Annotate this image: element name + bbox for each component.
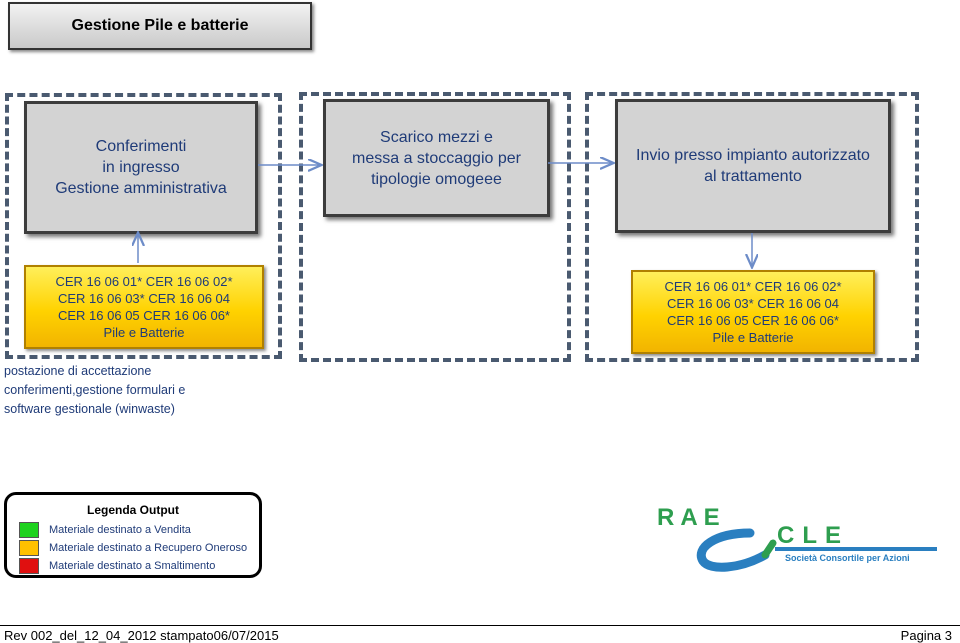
company-logo: RAE CLE Società Consortile per Azioni — [655, 503, 940, 573]
legend-label: Materiale destinato a Smaltimento — [49, 560, 216, 572]
process-box-invio: Invio presso impianto autorizzato al tra… — [615, 99, 891, 233]
cer-box-output: CER 16 06 01* CER 16 06 02* CER 16 06 03… — [631, 270, 875, 354]
legend-swatch-orange — [19, 540, 39, 556]
process-box-stoccaggio: Scarico mezzi e messa a stoccaggio per t… — [323, 99, 550, 217]
legend-swatch-green — [19, 522, 39, 538]
group-invio — [585, 92, 919, 362]
legend-swatch-red — [19, 558, 39, 574]
legend-label: Materiale destinato a Vendita — [49, 524, 191, 536]
page-title: Gestione Pile e batterie — [8, 2, 312, 50]
cer-box-input: CER 16 06 01* CER 16 06 02* CER 16 06 03… — [24, 265, 264, 349]
logo-tagline: Società Consortile per Azioni — [785, 553, 910, 563]
legend-title: Legenda Output — [87, 503, 179, 517]
note-text: postazione di accettazione conferimenti,… — [4, 364, 186, 416]
footer-page-number: Pagina 3 — [900, 628, 952, 643]
footer-divider — [0, 625, 960, 626]
legend-item-vendita: Materiale destinato a Vendita — [19, 522, 191, 538]
legend: Legenda Output Materiale destinato a Ven… — [4, 492, 262, 578]
logo-text-top: RAE — [657, 504, 726, 531]
logo-text-bottom: CLE — [777, 522, 849, 549]
legend-label: Materiale destinato a Recupero Oneroso — [49, 542, 248, 554]
group-conferimenti — [5, 93, 282, 359]
footer-revision: Rev 002_del_12_04_2012 stampato06/07/201… — [4, 628, 279, 643]
legend-item-recupero: Materiale destinato a Recupero Oneroso — [19, 540, 248, 556]
legend-item-smaltimento: Materiale destinato a Smaltimento — [19, 558, 216, 574]
group-stoccaggio — [299, 92, 571, 362]
